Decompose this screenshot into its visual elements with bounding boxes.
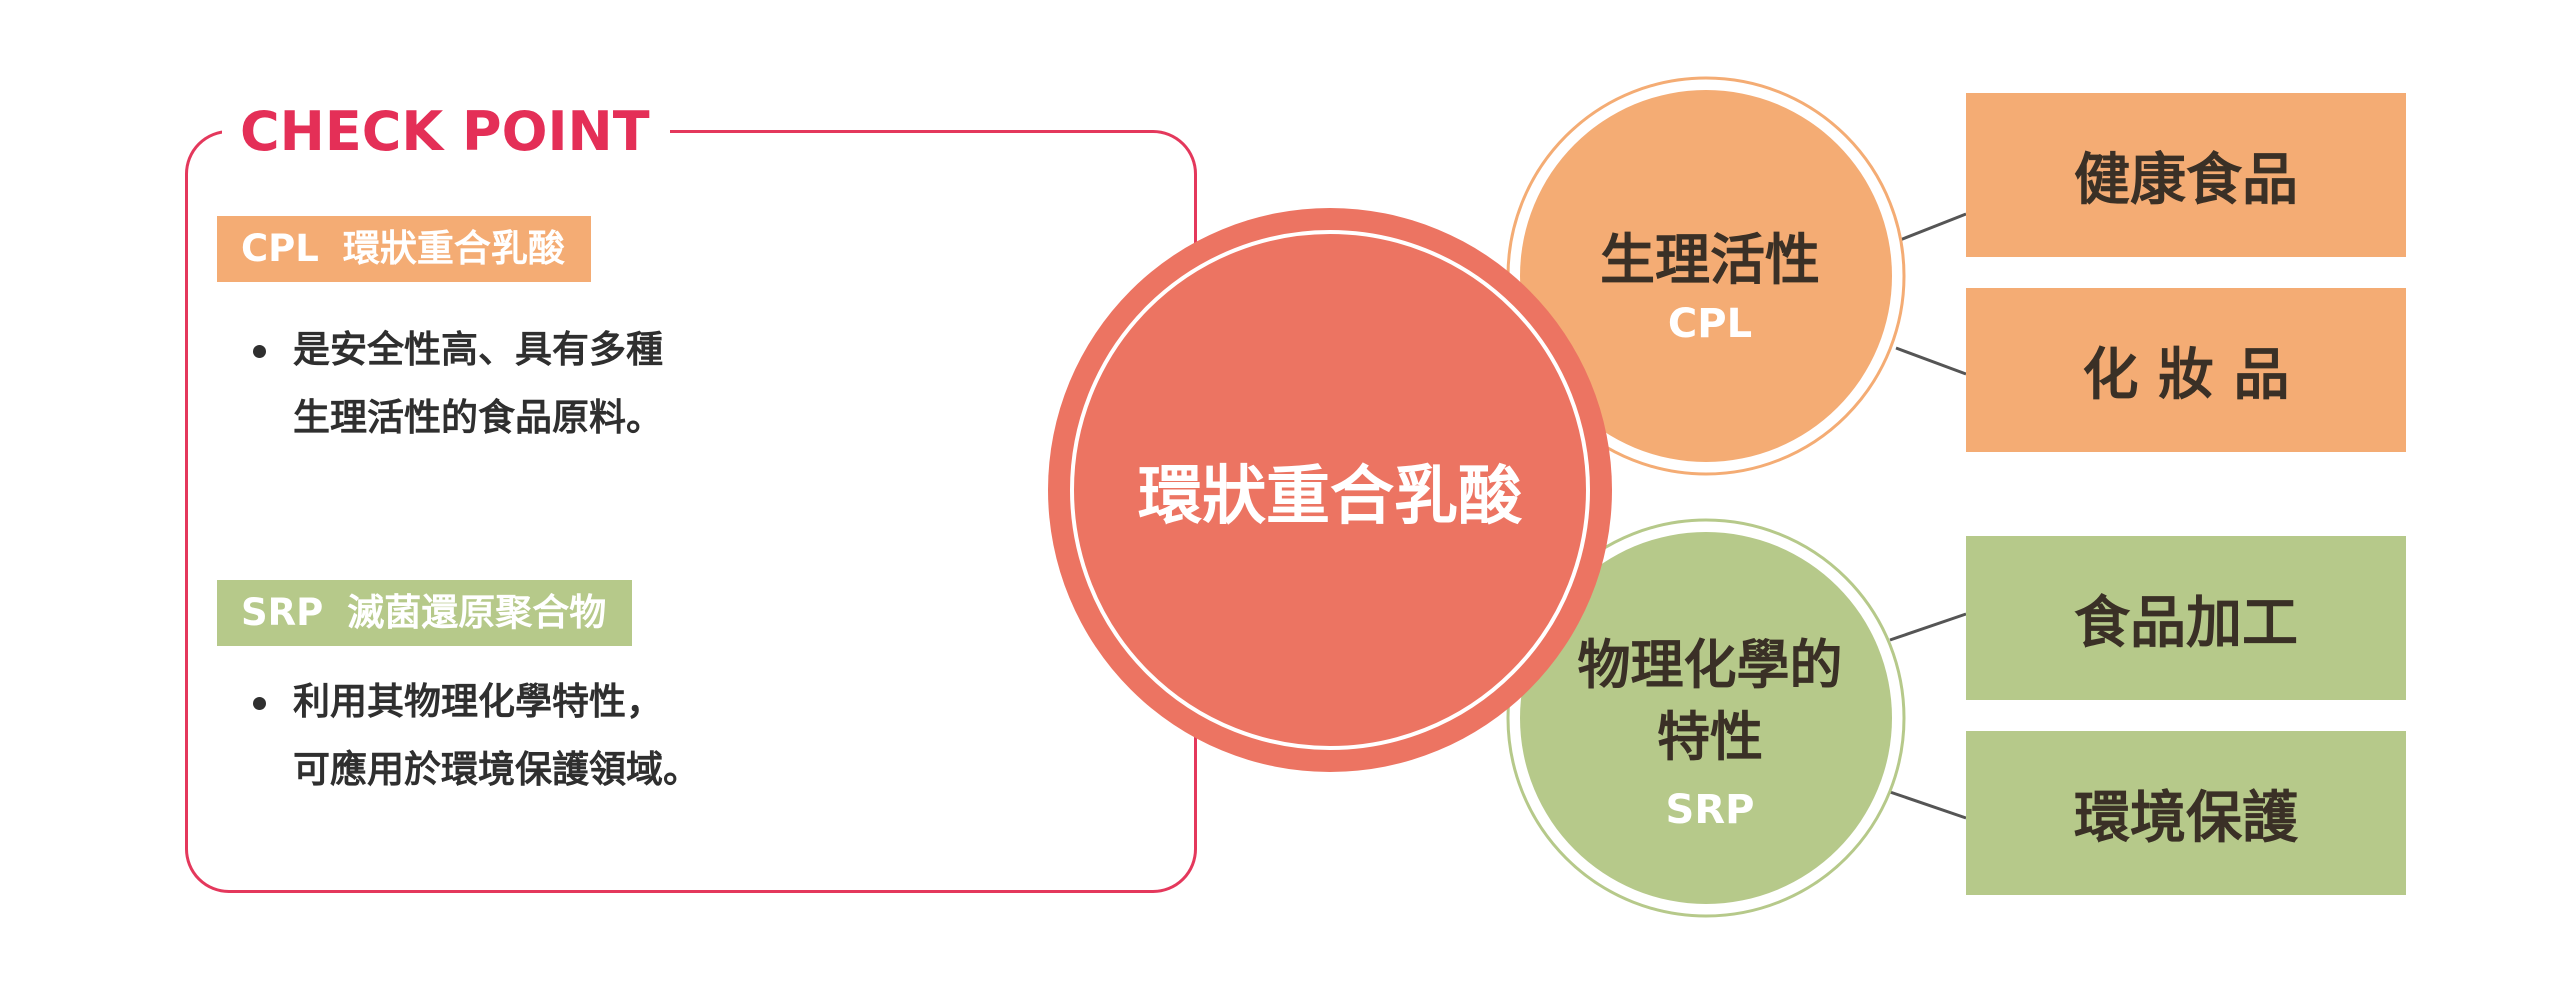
- srp-node-title-line-1: 物理化學的: [1577, 635, 1843, 696]
- center-label: 環狀重合乳酸: [1138, 460, 1522, 534]
- connector-srp-food: [1889, 612, 1967, 642]
- app-box-food-processing: 食品加工: [1966, 536, 2406, 700]
- cpl-tag-code: CPL: [241, 227, 319, 270]
- bullet-dot-icon: [253, 345, 266, 358]
- connector-srp-env: [1889, 790, 1967, 820]
- app-box-health-food: 健康食品: [1966, 93, 2406, 257]
- srp-node-title-line-2: 特性: [1657, 707, 1763, 768]
- srp-bullet-line-1: 利用其物理化學特性，: [293, 680, 663, 723]
- center-circle-ring: [1070, 230, 1590, 750]
- connector-cpl-cosmetic: [1895, 346, 1967, 376]
- cpl-node-circle-inner: [1520, 90, 1892, 462]
- srp-bullet-line-2: 可應用於環境保護領域。: [293, 748, 700, 791]
- connector-cpl-health: [1899, 212, 1967, 242]
- app-box-cosmetics: 化 妝 品: [1966, 288, 2406, 452]
- cpl-bullet-line-2: 生理活性的食品原料。: [293, 396, 663, 439]
- bullet-dot-icon: [253, 697, 266, 710]
- cpl-tag-name: 環狀重合乳酸: [342, 227, 565, 270]
- cpl-bullet-line-1: 是安全性高、具有多種: [293, 328, 663, 371]
- srp-bullet: 利用其物理化學特性， 可應用於環境保護領域。: [253, 668, 700, 804]
- srp-tag-name: 滅菌還原聚合物: [347, 591, 607, 634]
- cpl-node-title: 生理活性: [1599, 228, 1820, 292]
- app-box-environment: 環境保護: [1966, 731, 2406, 895]
- checkpoint-title: CHECK POINT: [222, 92, 670, 172]
- srp-tag-code: SRP: [241, 591, 324, 634]
- center-circle: [1048, 208, 1612, 772]
- cpl-tag: CPL 環狀重合乳酸: [217, 216, 591, 282]
- srp-node-code: SRP: [1665, 787, 1755, 833]
- srp-node-title: 物理化學的 特性: [1510, 630, 1910, 774]
- cpl-bullet: 是安全性高、具有多種 生理活性的食品原料。: [253, 316, 663, 452]
- srp-node-circle-inner: [1520, 532, 1892, 904]
- cpl-node-code: CPL: [1667, 301, 1753, 347]
- srp-tag: SRP 滅菌還原聚合物: [217, 580, 633, 646]
